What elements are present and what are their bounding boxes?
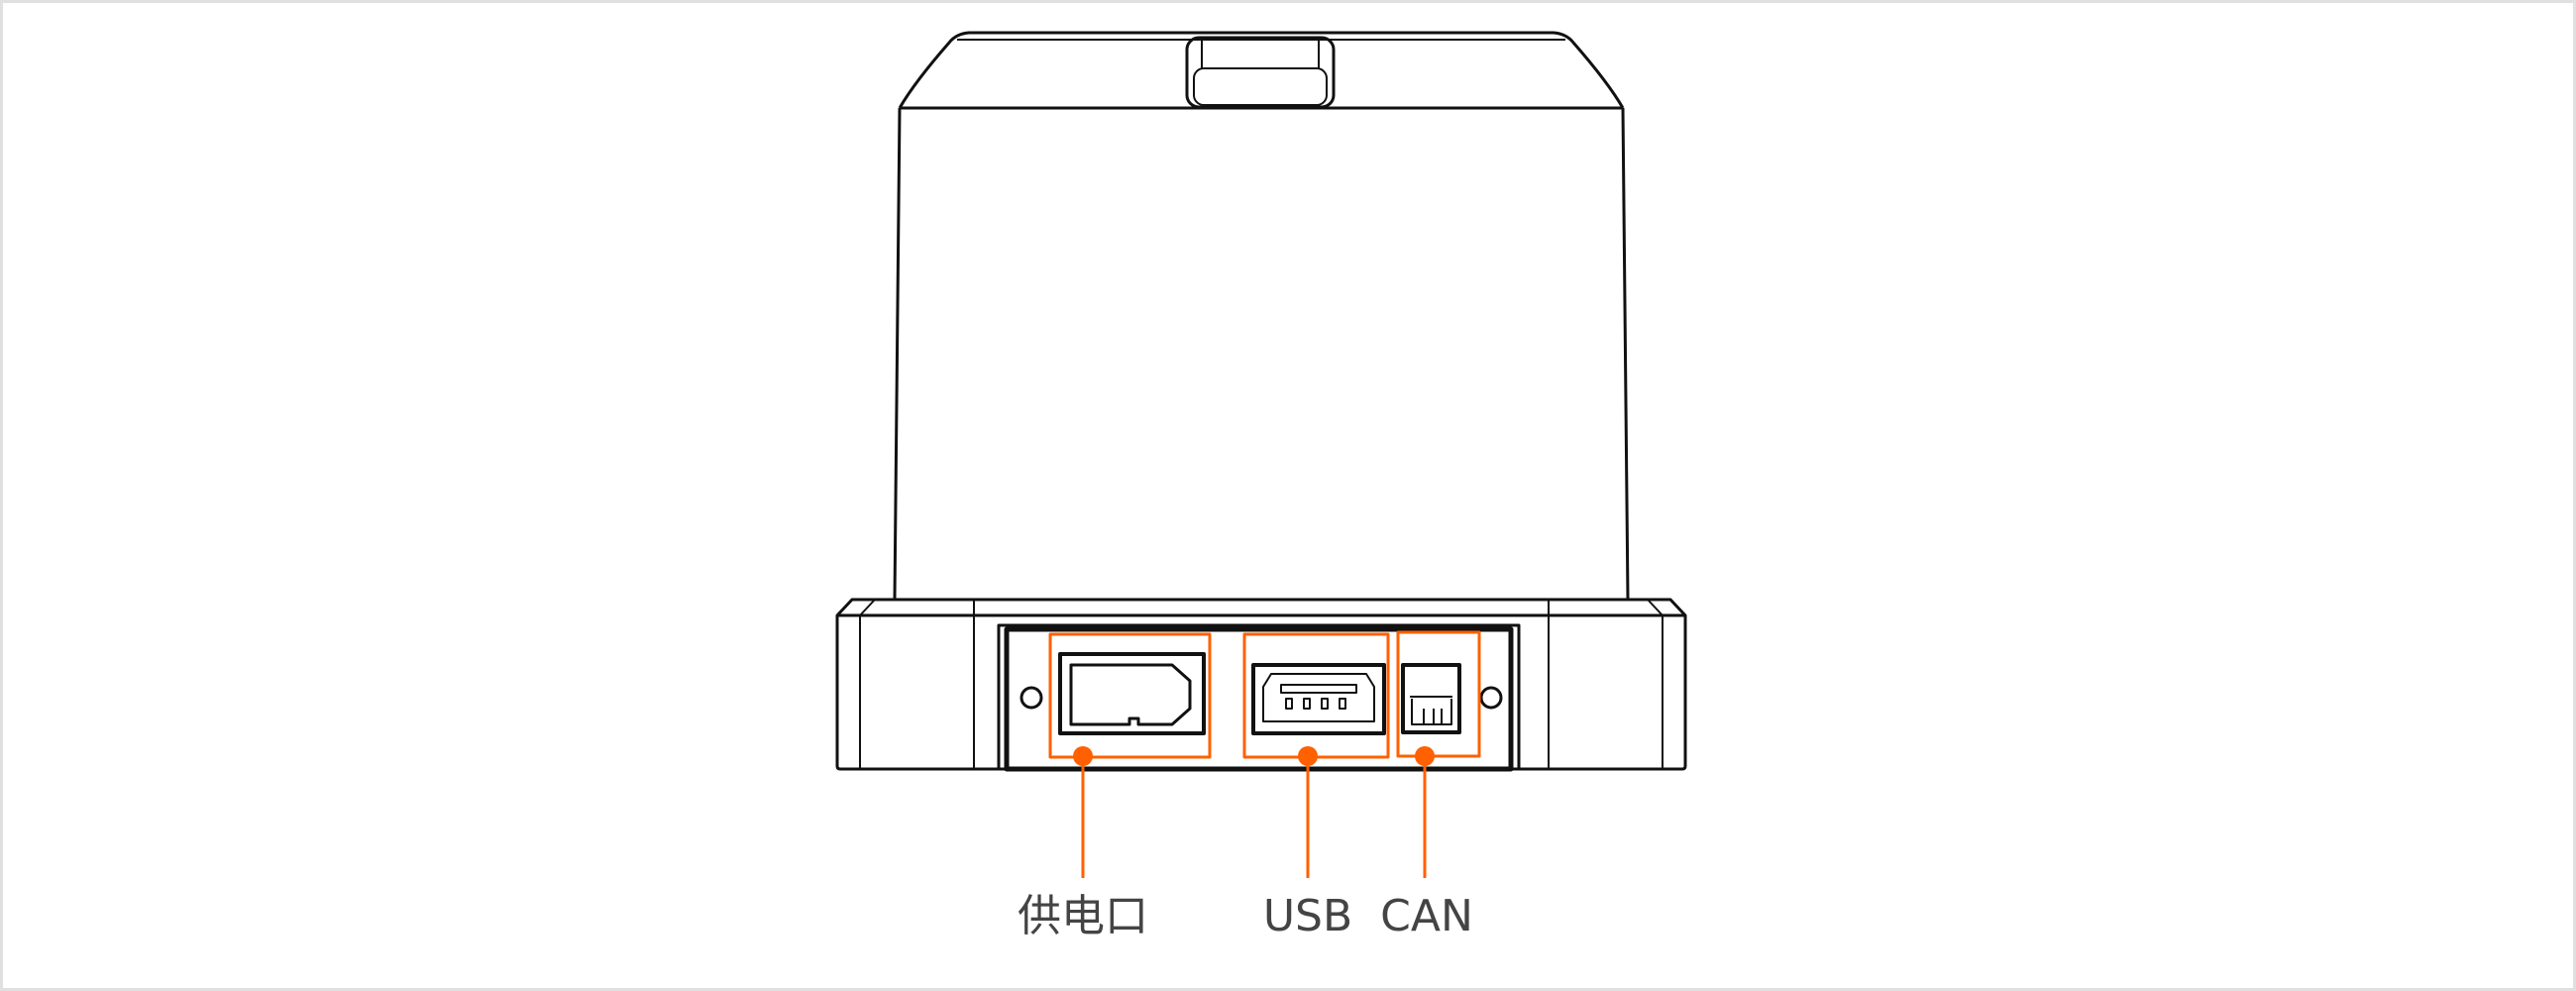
power-highlight-box (1048, 632, 1212, 759)
device-drawing (835, 31, 1687, 878)
callout-markers (1048, 630, 1481, 878)
power-port (1058, 652, 1206, 735)
connector-panel (997, 623, 1521, 772)
usb-highlight-box (1242, 632, 1390, 759)
can-callout-dot (1415, 746, 1435, 766)
can-port (1401, 663, 1461, 734)
usb-port (1251, 663, 1386, 735)
screw-icon (1479, 686, 1503, 710)
usb-port-label: USB (1262, 891, 1353, 941)
base (835, 598, 1687, 771)
handle (1185, 36, 1336, 109)
body (893, 106, 1630, 601)
usb-callout-dot (1298, 746, 1318, 766)
can-highlight-box (1396, 630, 1481, 758)
screw-icon (1020, 686, 1043, 710)
power-callout-dot (1073, 746, 1093, 766)
power-port-label: 供电口 (1018, 891, 1148, 941)
can-port-label: CAN (1380, 891, 1473, 941)
top-cap (898, 31, 1625, 109)
